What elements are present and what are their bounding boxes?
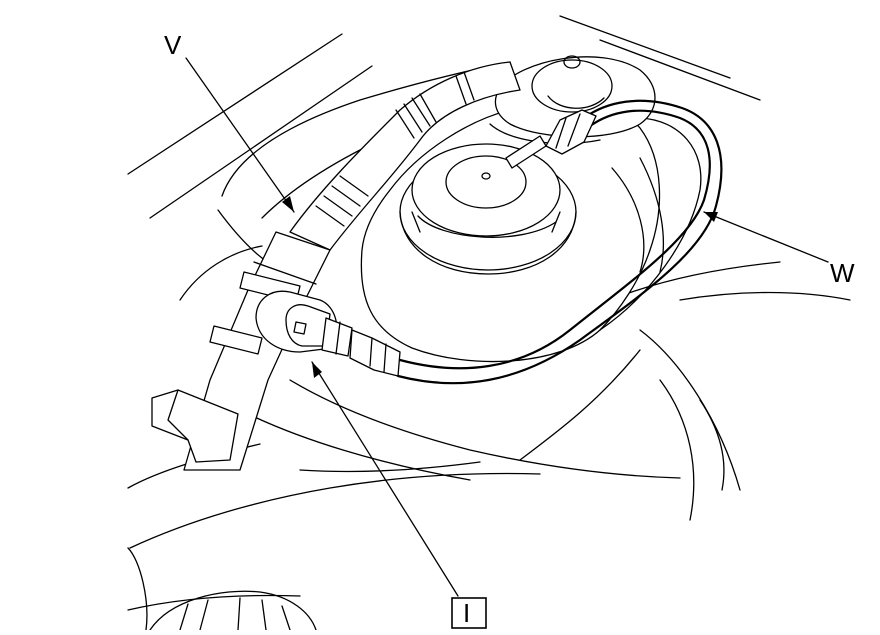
label-i-box (451, 597, 487, 629)
leader-v (185, 57, 295, 213)
arrowhead-v (282, 196, 294, 212)
reservoir-cap (399, 143, 577, 275)
hood-edge (127, 33, 373, 219)
sensor-connector (255, 290, 353, 357)
label-w: W (830, 258, 855, 288)
leader-lines (185, 57, 829, 597)
label-v: V (164, 30, 182, 60)
arrowhead-i (312, 362, 322, 378)
lower-cap (149, 590, 317, 631)
leader-w (703, 211, 829, 263)
corrugated-hose (289, 61, 521, 251)
rear-cap (489, 55, 656, 145)
arrowhead-w (704, 212, 718, 222)
leader-i (311, 361, 459, 597)
sensor-cable (349, 99, 723, 385)
body-contours (127, 15, 851, 631)
label-i: I (463, 598, 470, 628)
